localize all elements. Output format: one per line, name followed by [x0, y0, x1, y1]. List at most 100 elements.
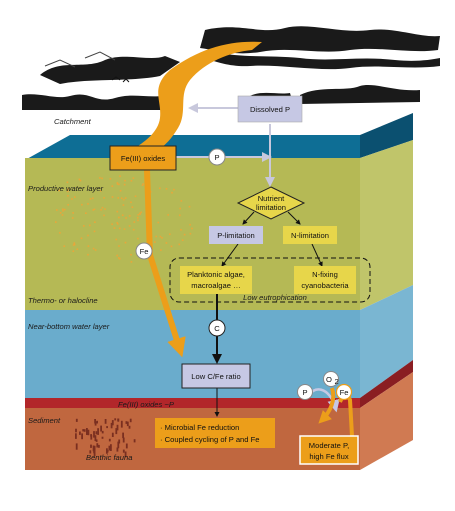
- burrow: [86, 428, 88, 435]
- fe-circle: Fe: [135, 242, 153, 260]
- particle: [101, 206, 104, 209]
- fe-oxides-p-label: Fe(III) oxides ~P: [118, 400, 175, 409]
- particle: [154, 241, 156, 243]
- particle: [171, 191, 173, 194]
- burrow: [125, 443, 128, 449]
- particle: [87, 203, 89, 205]
- particle: [124, 179, 126, 182]
- burrow: [106, 448, 108, 454]
- burrow: [98, 444, 100, 448]
- burrow: [101, 430, 104, 434]
- particle: [103, 214, 105, 217]
- svg-text:2: 2: [335, 377, 339, 386]
- burrow: [82, 429, 85, 432]
- burrow: [101, 436, 104, 439]
- particle: [130, 201, 132, 204]
- burrow: [117, 418, 120, 422]
- sediment-label: Sediment: [28, 416, 61, 425]
- burrow: [95, 439, 98, 442]
- particle: [123, 183, 126, 186]
- burrow: [89, 450, 92, 454]
- particle: [73, 242, 76, 244]
- particle: [169, 233, 171, 235]
- burrow: [128, 425, 131, 429]
- burrow: [92, 445, 95, 452]
- nfix-label-2: cyanobacteria: [301, 281, 349, 290]
- particle: [188, 205, 191, 208]
- burrow: [93, 449, 96, 457]
- particle: [119, 175, 121, 177]
- particle: [111, 196, 114, 198]
- algae-label-2: macroalgae …: [191, 281, 240, 290]
- burrow: [111, 420, 114, 426]
- burrow: [83, 429, 86, 432]
- particle: [85, 212, 87, 214]
- burrow: [110, 444, 112, 451]
- particle: [62, 208, 64, 210]
- particle: [64, 208, 66, 211]
- particle: [94, 249, 97, 251]
- particle: [142, 183, 144, 185]
- particle: [118, 216, 120, 219]
- particle: [101, 177, 103, 180]
- low-eutrophication-label: Low eutrophication: [243, 293, 307, 302]
- particle: [62, 210, 64, 212]
- particle: [61, 214, 64, 216]
- particle: [125, 217, 127, 219]
- microbial-box: · Microbial Fe reduction · Coupled cycli…: [155, 418, 275, 448]
- particle: [133, 221, 136, 223]
- particle: [100, 209, 102, 211]
- particle: [155, 235, 157, 238]
- particle: [94, 221, 96, 223]
- particle: [72, 250, 75, 252]
- burrow: [125, 421, 128, 424]
- particle: [165, 242, 168, 244]
- burrow: [94, 421, 97, 426]
- particle: [160, 249, 162, 251]
- particle: [119, 189, 122, 192]
- moderate-box: Moderate P, high Fe flux: [299, 435, 359, 465]
- p-limitation-box: P-limitation: [209, 226, 263, 244]
- particle: [124, 241, 127, 244]
- burrow: [90, 434, 92, 437]
- particle: [178, 243, 181, 246]
- svg-text:P: P: [302, 388, 307, 397]
- burrow: [122, 449, 125, 453]
- particle: [130, 180, 133, 182]
- particle: [79, 179, 82, 182]
- particle: [118, 183, 120, 186]
- particle: [71, 198, 73, 200]
- p-circle-bottom: P: [297, 384, 313, 400]
- dissolved-p-label: Dissolved P: [250, 105, 290, 114]
- burrow: [93, 431, 95, 438]
- block-side-faces: [360, 113, 413, 470]
- p-circle-top: P: [208, 148, 226, 166]
- particle: [132, 228, 135, 231]
- burrow: [108, 438, 111, 442]
- particle: [137, 237, 139, 240]
- river: [112, 41, 262, 160]
- particle: [55, 221, 57, 223]
- particle: [179, 214, 181, 217]
- particle: [121, 214, 124, 216]
- microbial-label-1: · Microbial Fe reduction: [160, 423, 239, 432]
- particle: [109, 178, 112, 180]
- burrow: [122, 437, 125, 443]
- particle: [83, 225, 85, 227]
- particle: [132, 177, 135, 179]
- moderate-label-1: Moderate P,: [309, 441, 349, 450]
- algae-label-1: Planktonic algae,: [187, 270, 245, 279]
- particle: [116, 183, 119, 185]
- particle: [122, 198, 125, 201]
- particle: [180, 229, 182, 231]
- particle: [117, 197, 119, 199]
- burrow: [95, 431, 98, 435]
- n-limitation-box: N-limitation: [283, 226, 337, 244]
- burrow: [110, 422, 113, 429]
- particle: [141, 184, 144, 186]
- particle: [189, 232, 192, 235]
- particle: [118, 257, 121, 260]
- particle: [71, 217, 74, 219]
- particle: [183, 233, 186, 236]
